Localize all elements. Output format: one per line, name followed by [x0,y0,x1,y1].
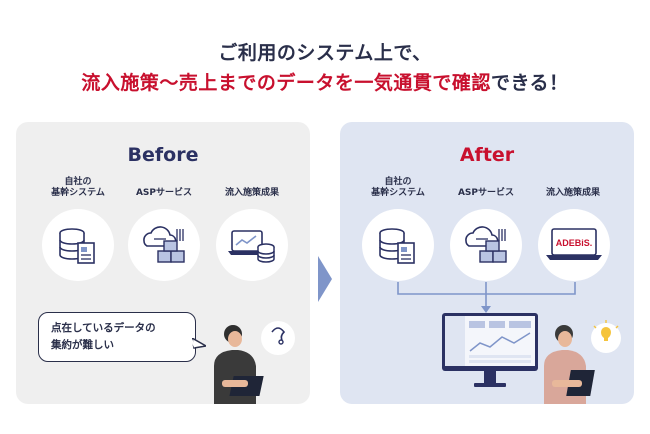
after-inflow-circle: ADEBiS. [538,209,610,281]
before-title: Before [127,144,199,166]
laptop-adebis-icon: ADEBiS. [546,228,602,260]
before-inflow-circle [216,209,288,281]
before-asp-circle [128,209,200,281]
bubble-tail [192,338,206,349]
dashboard-monitor-illustration [442,313,538,387]
before-core-system-circle [42,209,114,281]
confused-person-illustration [214,321,295,404]
before-label-inflow: 流入施策成果 [224,188,279,198]
database-document-icon [59,228,95,264]
adebis-logo: ADEBiS. [556,238,593,248]
cloud-boxes-icon [465,226,507,263]
headline-line-1: ご利用のシステム上で、 [218,42,432,64]
headline-line-2: 流入施策〜売上までのデータを一気通貫で確認できる！ [0,68,650,95]
transition-arrow-icon [318,256,332,302]
database-document-icon [379,228,415,264]
after-label-inflow: 流入施策成果 [545,188,600,198]
happy-person-illustration [544,320,621,404]
data-merge-connector [397,282,576,313]
headline-tail: できる！ [490,72,569,94]
after-core-system-circle [362,209,434,281]
pain-point-bubble: 点在しているデータの 集約が難しい [38,312,196,362]
headline-highlight: 流入施策〜売上までのデータを一気通貫で確認 [81,72,491,94]
pain-point-text: 点在しているデータの 集約が難しい [51,322,156,351]
before-label-asp: ASPサービス [135,188,193,198]
after-title: After [459,144,515,166]
before-label-core-system: 自社の 基幹システム [51,177,105,198]
after-label-asp: ASPサービス [457,188,515,198]
laptop-coins-icon [228,230,275,263]
after-asp-circle [450,209,522,281]
cloud-boxes-icon [143,226,185,263]
after-label-core-system: 自社の 基幹システム [371,177,425,198]
